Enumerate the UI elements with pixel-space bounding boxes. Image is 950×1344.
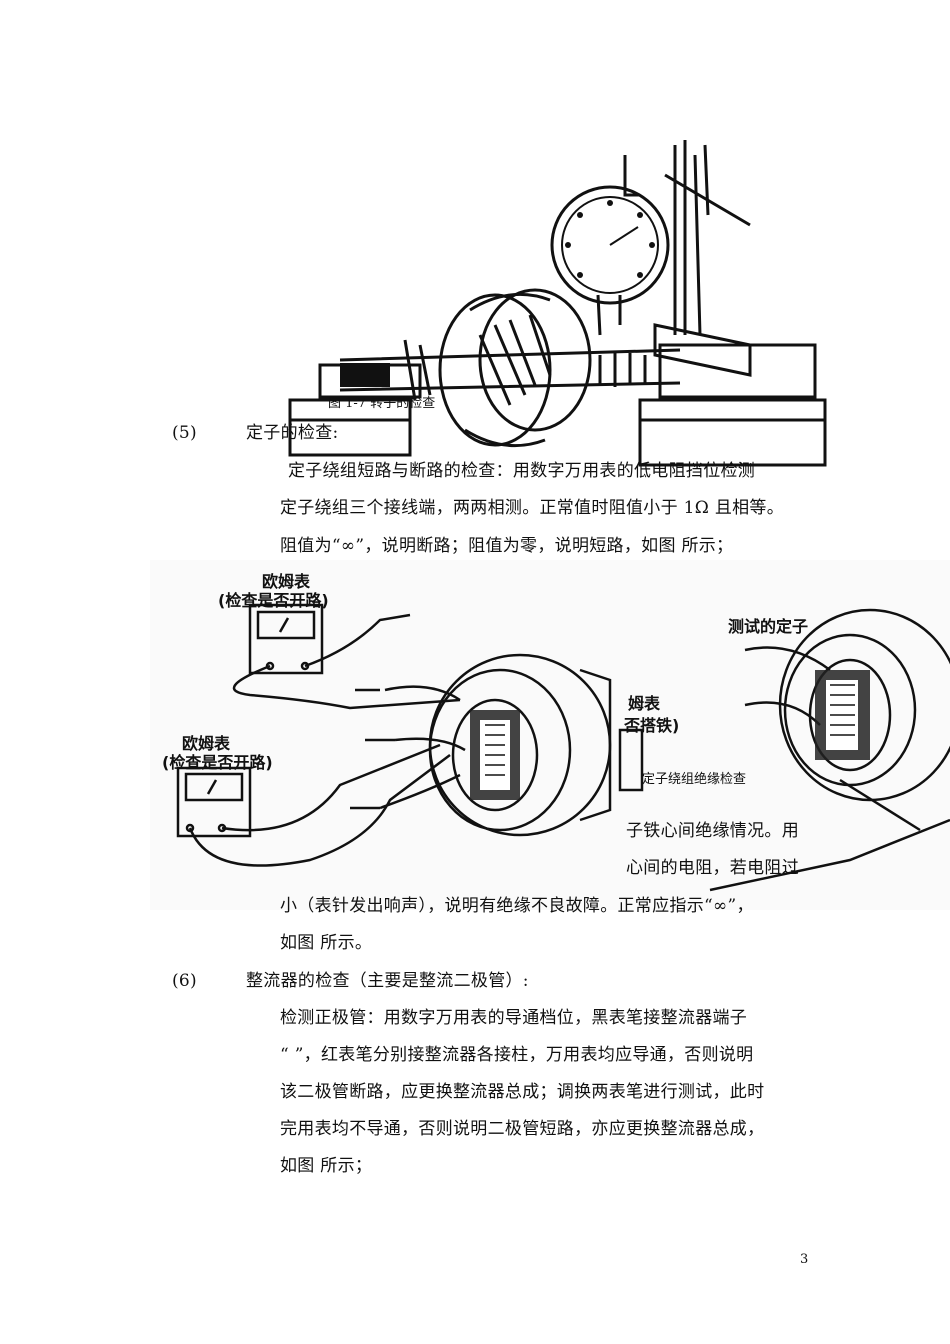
section-title: 定子的检查: (246, 423, 339, 443)
body-line: 定子绕组短路与断路的检查：用数字万用表的低电阻挡位检测 (288, 461, 756, 481)
page-number: 3 (800, 1252, 809, 1267)
meter-label: 欧姆表 (262, 572, 311, 591)
body-line: 该二极管断路，应更换整流器总成；调换两表笔进行测试，此时 (280, 1082, 765, 1102)
body-line: 阻值为“∞”，说明断路；阻值为零，说明短路，如图 所示； (280, 536, 734, 556)
meter-sublabel: (检查是否开路) (218, 591, 329, 610)
rotor-check-illustration (288, 140, 827, 467)
section-number: (5) (172, 423, 197, 443)
body-line: 定子绕组三个接线端，两两相测。正常值时阻值小于 1Ω 且相等。 (280, 498, 785, 518)
body-line: 完用表均不导通，否则说明二极管短路，亦应更换整流器总成， (280, 1119, 765, 1139)
section-number: (6) (172, 971, 197, 991)
figure-caption: 图 1-7 转子的检查 (328, 396, 436, 411)
body-line: 如图 所示； (280, 1156, 373, 1176)
body-line: 心间的电阻，若电阻过 (626, 858, 799, 878)
body-line: 子铁心间绝缘情况。用 (626, 821, 799, 841)
body-line: 检测正极管：用数字万用表的导通档位，黑表笔接整流器端子 (280, 1008, 748, 1028)
meter-sublabel: 否搭铁) (624, 716, 680, 735)
tested-stator-label: 测试的定子 (728, 617, 809, 636)
body-line: 小（表针发出响声），说明有绝缘不良故障。正常应指示“∞”， (280, 896, 754, 916)
meter-sublabel: (检查是否开路) (162, 753, 273, 772)
meter-label: 欧姆表 (182, 734, 231, 753)
body-line: “ ”，红表笔分别接整流器各接柱，万用表均应导通，否则说明 (280, 1045, 754, 1065)
section-title: 整流器的检查（主要是整流二极管）: (246, 971, 529, 991)
body-line: 如图 所示。 (280, 933, 373, 953)
stator-check-illustration (150, 560, 950, 910)
figure-caption: 定子绕组绝缘检查 (642, 772, 747, 787)
meter-label: 姆表 (628, 694, 661, 713)
